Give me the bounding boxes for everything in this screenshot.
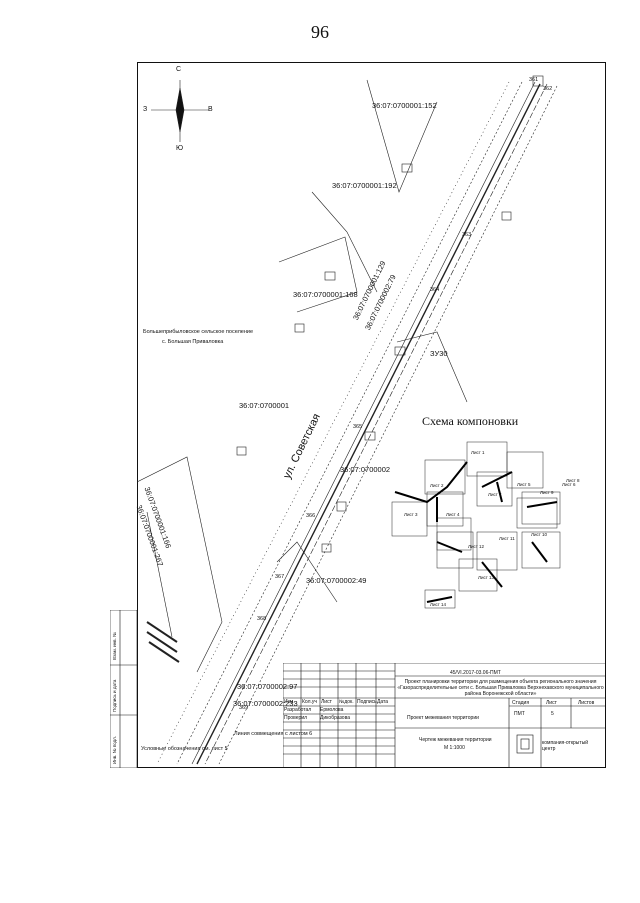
zone-label: ЗУ30 [430, 349, 448, 358]
house [321, 543, 332, 553]
stamp-doc-title: Проект межевания территории [407, 715, 479, 721]
settlement-label: с. Большая Приваловка [162, 339, 224, 345]
scheme-sheet: Лист 10 [531, 532, 548, 537]
drawing-frame [137, 62, 606, 768]
parcel-label: 36:07:0700002:97 [237, 682, 298, 691]
parcel-label: 36:07:0700002:49 [306, 576, 367, 585]
parcel-label: 36:07:0700001:168 [293, 290, 358, 299]
compass-east: В [208, 106, 213, 113]
house [236, 446, 247, 456]
stamp-sheets-header: Листов [578, 700, 595, 706]
stamp-role: Проверил [284, 715, 308, 721]
point-label: 361 [529, 77, 539, 83]
side-label: Инв. № подл. [112, 735, 117, 764]
scheme-sheet: Лист 4 [446, 512, 460, 517]
scheme-sheet: Лист 9 [540, 490, 554, 495]
title-block [283, 663, 606, 768]
stamp-name: Дикобразова [320, 715, 350, 721]
house [401, 163, 413, 173]
stamp-sheet-header: Лист [546, 700, 557, 706]
parcel-249 [276, 541, 338, 603]
compass-rose [175, 87, 185, 133]
scheme-title: Схема компоновки [422, 414, 519, 428]
parcel-label: 36:07:0700001:192 [332, 181, 397, 190]
scheme-sheet: Лист 5 [517, 482, 531, 487]
scheme-sheet: Лист 14 [430, 602, 447, 607]
scheme-sheet: Лист 11 [499, 536, 515, 541]
point-label: 363 [462, 232, 472, 238]
parcel-label: 36:07:0700002:233 [233, 699, 298, 708]
scheme-sheet: Лист 2 [430, 483, 444, 488]
end-marker [532, 75, 544, 87]
house [394, 346, 406, 356]
compass-south: Ю [176, 145, 184, 152]
stamp-header: №док. [339, 699, 354, 705]
point-label: 369 [239, 705, 249, 711]
parcel-label: 36:07:0700002 [340, 465, 391, 474]
house [294, 323, 305, 333]
stamp-header: Подпись [357, 699, 377, 705]
parcel-label: 36:07:0700001 [239, 401, 290, 410]
parcel-192 [311, 191, 378, 293]
house [336, 501, 347, 512]
scheme-sheet: Лист 13 [478, 575, 495, 580]
stamp-header: Изм. [284, 699, 295, 705]
point-label: 365 [353, 424, 363, 430]
parcel-zu30 [396, 331, 468, 403]
settlement-label: Большеприбыловское сельское поселение [143, 329, 254, 335]
compass-north: С [176, 66, 182, 73]
road-edge-line [176, 81, 523, 765]
page-number: 96 [311, 22, 329, 42]
boundary-line [204, 83, 548, 765]
side-label: Взам. инв. № [112, 632, 117, 660]
stamp-header: Лист [321, 699, 332, 705]
scheme-sheet: Лист 12 [468, 544, 485, 549]
point-label: 367 [275, 574, 285, 580]
stamp-role: Разработал [284, 707, 312, 713]
scheme-sheet: Лист 3 [404, 512, 418, 517]
point-label: 362 [543, 86, 553, 92]
house [324, 271, 336, 281]
parcel-267 [146, 511, 173, 638]
parcel-label: 36:07:0700001:152 [372, 101, 437, 110]
stamp-stage-header: Стадия [512, 700, 530, 706]
scheme-sheet: Лист 7 [488, 492, 502, 497]
house [364, 431, 376, 441]
road-line [191, 81, 536, 765]
scheme-sheet: Лист 8 [566, 478, 580, 483]
stamp-header: Кол.уч [302, 699, 317, 705]
point-label: 366 [306, 513, 316, 519]
join-line-note: Линия совмещения с листом 6 [234, 731, 313, 737]
stamp-name: Ермолова [320, 707, 344, 713]
side-strip [110, 610, 137, 768]
side-label: Подпись и дата [112, 679, 117, 712]
point-label: 364 [430, 287, 440, 293]
stamp-org: компания-открытый центр [542, 740, 589, 752]
cadastral-map [137, 75, 561, 765]
compass-west: З [143, 106, 148, 113]
stamp-header: Дата [377, 699, 389, 705]
parcel-166 [137, 456, 223, 673]
parcel-168 [278, 236, 358, 313]
stamp-sheet: 5 [551, 711, 554, 717]
stamp-stage: ПМТ [514, 711, 525, 717]
stamp-code: 45/VI.2017-03.06-ПМТ [450, 670, 501, 676]
parcel-152 [366, 79, 438, 193]
stamp-project: Проект планировки территории для размеще… [397, 679, 604, 697]
scheme-sheet: Лист 6 [562, 482, 576, 487]
legend-note: Условные обозначения см. лист 5 [141, 746, 228, 752]
point-label: 368 [257, 616, 267, 622]
stamp-scale: М 1:1000 [444, 745, 465, 751]
scheme-sheet: Лист 1 [471, 450, 485, 455]
house [501, 211, 512, 221]
pipeline-line [196, 83, 541, 765]
stamp-drawing: Чертеж межевания территории [419, 737, 492, 743]
